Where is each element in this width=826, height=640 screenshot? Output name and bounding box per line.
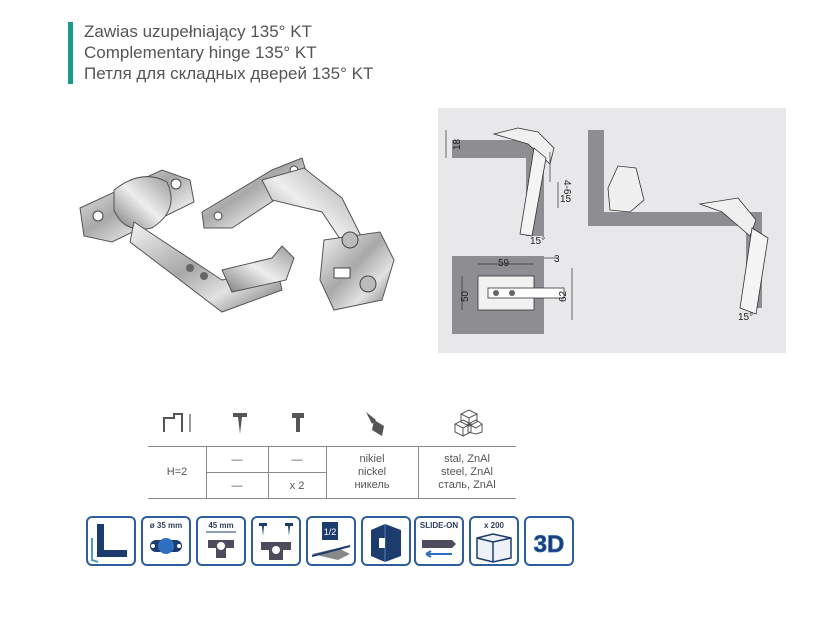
slide-on-icon: SLIDE-ON: [414, 516, 464, 566]
screws-icon: [251, 516, 301, 566]
cup-35mm-icon: ø 35 mm: [141, 516, 191, 566]
dim-62-label: 62: [558, 290, 569, 302]
slide-on-label: SLIDE-ON: [419, 521, 459, 530]
cell-r2-c1: —: [231, 480, 243, 492]
finish-ru: никель: [354, 479, 390, 491]
angle-left-label: 15°: [530, 236, 545, 247]
hinge-product-photo: [79, 157, 395, 313]
pack-200-icon: x 200: [469, 516, 519, 566]
pack-200-label: x 200: [483, 521, 505, 530]
title-english: Complementary hinge 135° KT: [84, 43, 317, 62]
dim-4-6-label: 4-6: [561, 180, 572, 195]
hinge-right-image: [201, 157, 395, 311]
title-russian: Петля для складных дверей 135° KT: [84, 64, 374, 83]
brush-finish-icon: [366, 412, 384, 436]
material-ru: сталь, ZnAl: [438, 479, 496, 491]
cell-r1-c2: —: [291, 454, 303, 466]
screw-euro-icon: [292, 413, 304, 432]
finish-en: nickel: [357, 466, 387, 478]
overlay-icon: [86, 516, 136, 566]
dim-15-label: 15: [560, 194, 572, 205]
dim-50-label: 50: [460, 290, 471, 302]
cubes-material-icon: [454, 409, 483, 437]
spec-table: H=2 — — — x 2 nikiel nickel никель stal,…: [148, 408, 516, 500]
row-label-h2: H=2: [166, 466, 188, 478]
3d-icon: 3D: [524, 516, 574, 566]
plate-45mm-label: 45 mm: [208, 521, 234, 530]
material-pl: stal, ZnAl: [444, 453, 490, 465]
screw-icon: [233, 413, 247, 434]
material-en: steel, ZnAl: [441, 466, 493, 478]
hinge-left-image: [79, 169, 295, 313]
dim-18-label: 18: [452, 138, 463, 150]
cell-r2-c2: x 2: [289, 480, 305, 492]
angle-right-label: 15°: [738, 312, 753, 323]
accent-bar: [68, 22, 73, 84]
plate-45mm-icon: 45 mm: [196, 516, 246, 566]
dim-3-label: 3: [554, 254, 560, 265]
adjustment-icon: 1/2: [306, 516, 356, 566]
dimension-drawing: 18 4-6 15 15° 15° 59 3 50 62: [445, 127, 769, 334]
finish-pl: nikiel: [359, 453, 385, 465]
adjustment-label: 1/2: [324, 527, 337, 537]
title-polish: Zawias uzupełniający 135° KT: [84, 22, 312, 41]
cup-35mm-label: ø 35 mm: [149, 521, 183, 530]
cell-r1-c1: —: [231, 454, 243, 466]
technical-diagram-panel: 18 4-6 15 15° 15° 59 3 50 62: [438, 108, 786, 353]
3d-label: 3D: [534, 531, 565, 558]
dim-59-label: 59: [498, 258, 510, 269]
box-mount-icon: [361, 516, 411, 566]
hinge-arm-icon: [163, 413, 191, 432]
